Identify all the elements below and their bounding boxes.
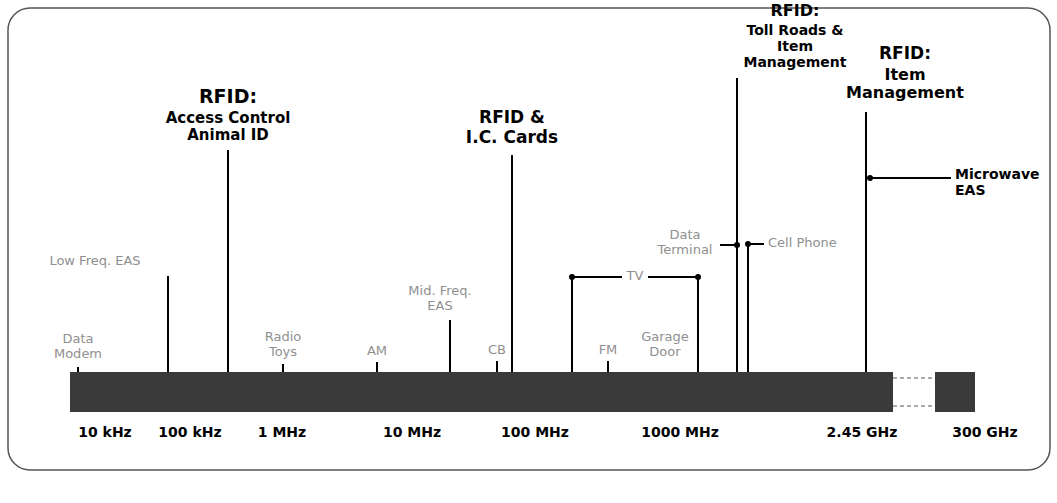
- frequency-tick: 2.45 GHz: [827, 424, 898, 440]
- spectrum-bar-end: [935, 372, 975, 412]
- application-label: Radio Toys: [258, 330, 308, 360]
- rfid-application: Item Management: [840, 66, 970, 103]
- rfid-application: Access Control Animal ID: [161, 110, 296, 145]
- rfid-heading: RFID:: [879, 44, 931, 64]
- frequency-tick: 100 MHz: [501, 424, 569, 440]
- rfid-application: Toll Roads & Item Management: [738, 22, 853, 70]
- application-label: AM: [367, 344, 387, 359]
- application-label: Microwave EAS: [955, 166, 1045, 198]
- frequency-tick: 100 kHz: [158, 424, 221, 440]
- frame: [8, 8, 1050, 470]
- application-label: Garage Door: [637, 330, 693, 360]
- application-label: Data Modem: [52, 332, 104, 362]
- frequency-tick: 10 MHz: [383, 424, 441, 440]
- rfid-application: RFID & I.C. Cards: [464, 108, 560, 147]
- application-label: Cell Phone: [768, 236, 837, 251]
- rfid-heading: RFID:: [199, 86, 257, 108]
- spectrum-bar: [70, 372, 893, 412]
- leader-dots: [569, 175, 873, 280]
- break-line: [893, 406, 935, 407]
- application-label: Data Terminal: [650, 228, 720, 258]
- leader-lines: [78, 78, 951, 372]
- application-label: FM: [599, 343, 618, 358]
- frequency-tick: 10 kHz: [78, 424, 132, 440]
- frequency-tick: 1000 MHz: [641, 424, 719, 440]
- frequency-tick: 300 GHz: [952, 424, 1017, 440]
- application-label: CB: [488, 343, 506, 358]
- break-line: [893, 378, 935, 379]
- application-label: TV: [627, 269, 644, 284]
- rfid-heading: RFID:: [771, 2, 820, 20]
- application-label: Low Freq. EAS: [49, 254, 140, 269]
- application-label: Mid. Freq. EAS: [400, 284, 480, 314]
- frequency-tick: 1 MHz: [258, 424, 306, 440]
